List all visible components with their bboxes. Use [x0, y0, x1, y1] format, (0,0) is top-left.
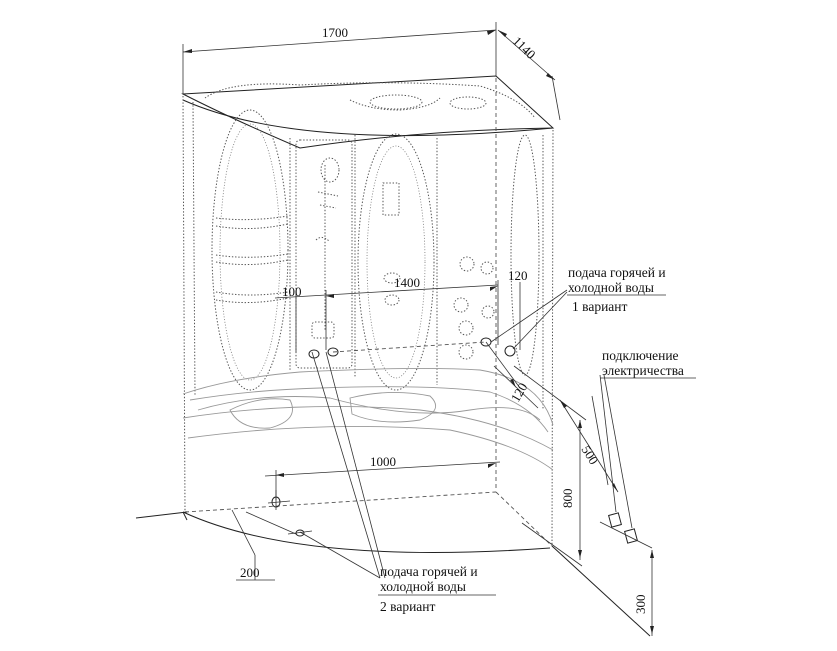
dimension-depth-electric: 500	[559, 399, 619, 493]
dimension-upper-row: 100 1400 120	[274, 268, 528, 352]
dim-300-label: 300	[633, 595, 648, 615]
center-glass-panel	[357, 133, 435, 391]
dim-1400-label: 1400	[394, 275, 420, 290]
dim-800-label: 800	[560, 489, 575, 509]
dimension-lower-row: 1000	[264, 454, 501, 500]
right-glass-panel	[510, 134, 540, 376]
dimension-width-top: 1700	[182, 22, 497, 94]
note-supply-v1-line1: подача горячей и	[568, 265, 666, 280]
note-electric-line2: электричества	[602, 363, 684, 378]
electric-connection	[591, 374, 653, 549]
dim-500-label: 500	[578, 443, 601, 467]
bathtub	[182, 367, 554, 471]
electric-socket-2	[624, 528, 638, 544]
shelf-bottom	[215, 291, 289, 304]
note-electric: подключение электричества	[600, 348, 696, 379]
massage-jets	[453, 256, 495, 360]
shelf-middle	[215, 253, 289, 266]
pipe-outlet-left-2	[327, 347, 339, 357]
supply-pipes-variant-2	[267, 490, 313, 537]
dimension-floor-offset: 200	[231, 509, 297, 581]
note-supply-v1-line2: холодной воды	[568, 280, 654, 295]
pipe-outlet-right-2	[504, 345, 516, 357]
note-supply-v1-line3: 1 вариант	[572, 299, 628, 314]
dim-1000-label: 1000	[370, 454, 396, 469]
dim-120-upper-label: 120	[508, 268, 528, 283]
supply-pipes-variant-1	[308, 337, 516, 359]
note-supply-v2-line2: холодной воды	[380, 579, 466, 594]
dimension-height-supply: 800	[513, 365, 587, 560]
note-supply-variant-1: подача горячей и холодной воды 1 вариант	[567, 265, 666, 314]
dim-100-label: 100	[282, 284, 302, 299]
shelf-top	[215, 215, 289, 230]
shower-column	[295, 139, 353, 369]
leader-supply-variant-1	[490, 289, 568, 350]
cabin-roof	[181, 75, 555, 149]
note-electric-line1: подключение	[602, 348, 679, 363]
dim-200-label: 200	[240, 565, 260, 580]
dimension-right-diagonal: 120	[485, 341, 539, 409]
note-supply-v2-line3: 2 вариант	[380, 599, 436, 614]
dim-1700-label: 1700	[322, 25, 348, 40]
leader-supply-variant-2	[299, 351, 386, 579]
dim-1140-label: 1140	[510, 33, 539, 62]
note-supply-variant-2: подача горячей и холодной воды 2 вариант	[378, 564, 496, 614]
cabin-base	[135, 491, 651, 637]
left-glass-panel	[211, 109, 289, 391]
cabin-walls	[182, 78, 554, 546]
note-supply-v2-line1: подача горячей и	[380, 564, 478, 579]
pipe-outlet-left-1	[308, 349, 320, 359]
electric-socket-1	[608, 512, 622, 528]
dimension-height-electric: 300	[633, 550, 654, 636]
